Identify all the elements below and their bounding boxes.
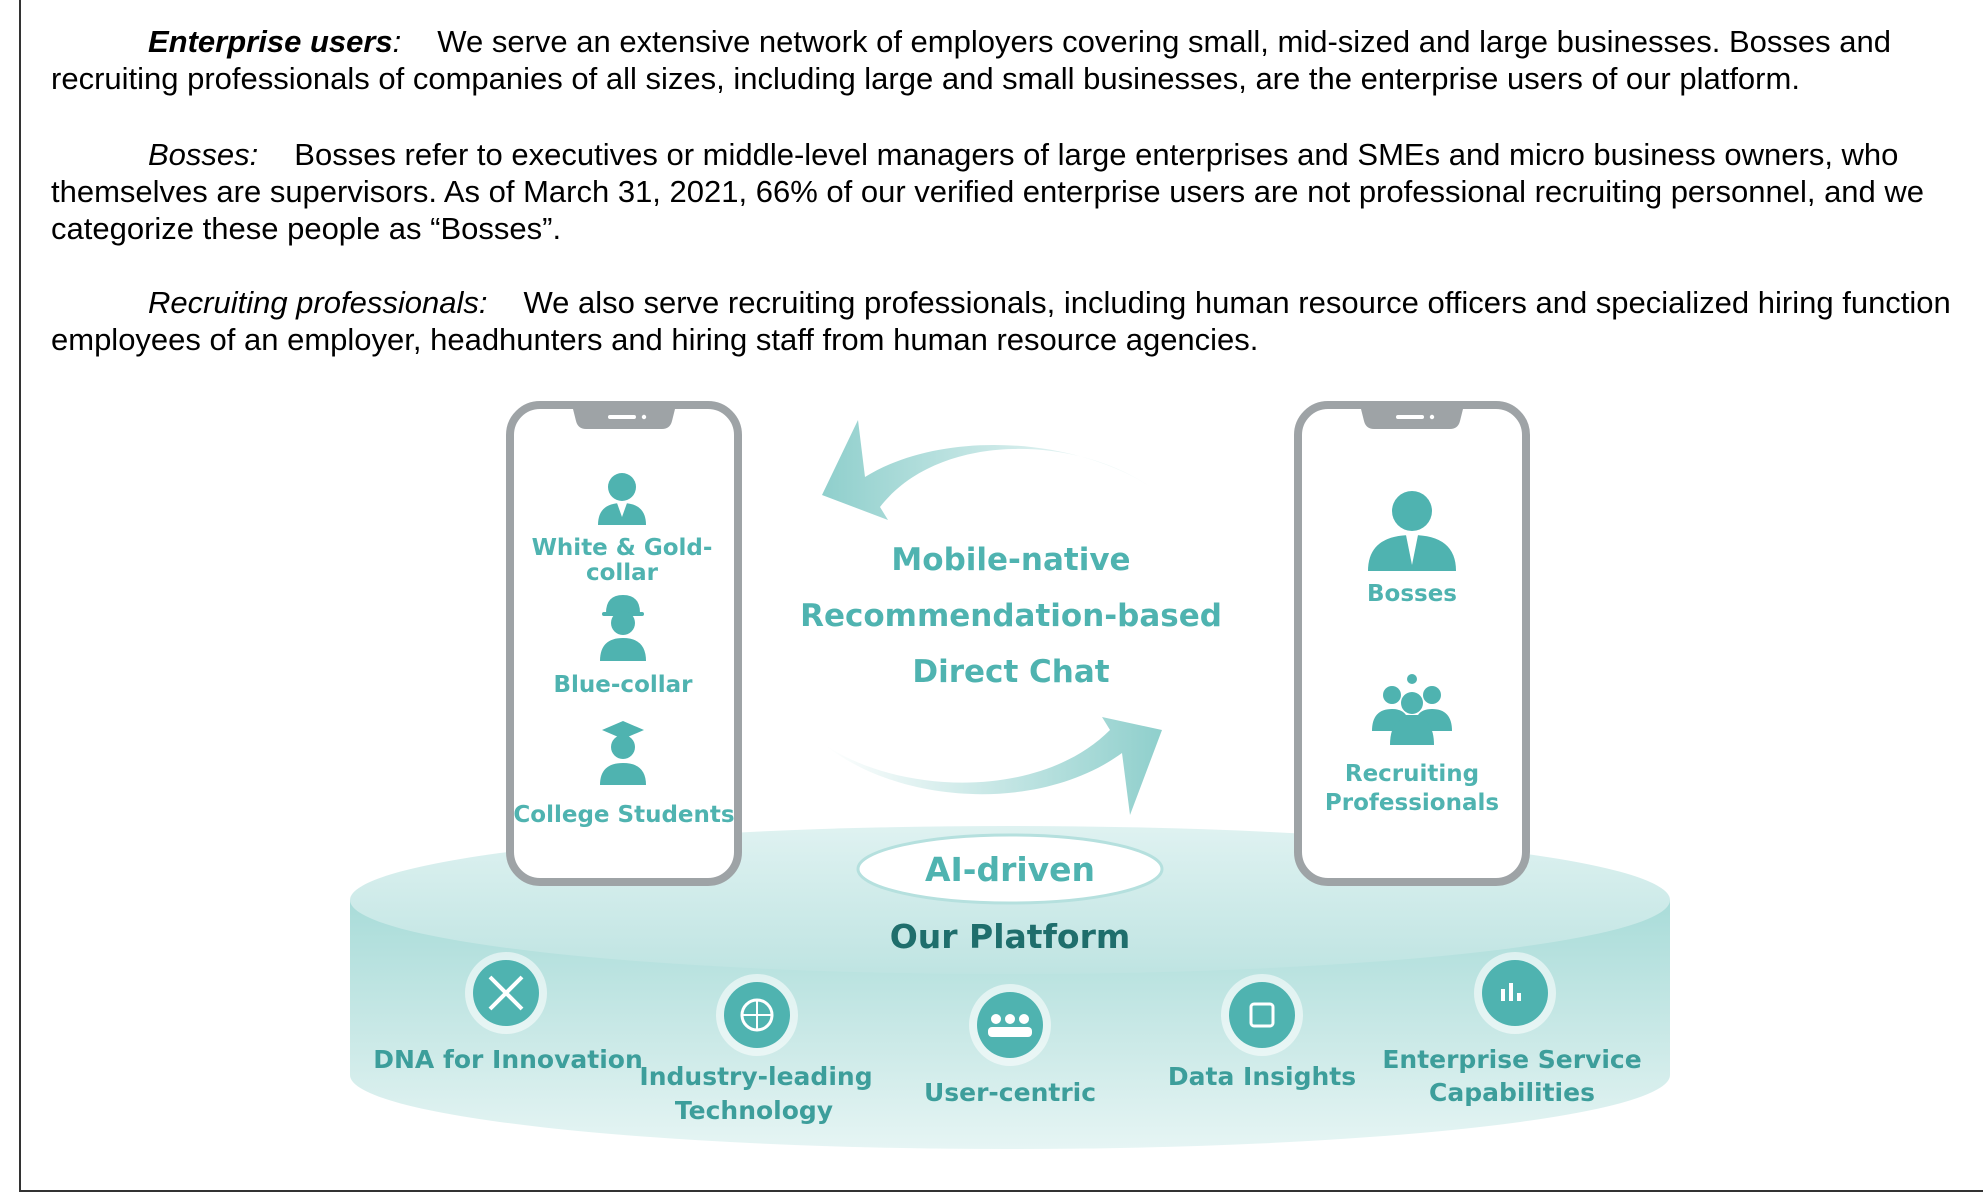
pillar-user-centric: User-centric <box>924 1078 1096 1107</box>
ai-driven-label: AI-driven <box>925 850 1095 889</box>
arrow-left-icon <box>822 420 1155 520</box>
pillar-data-insights: Data Insights <box>1168 1062 1356 1091</box>
label-collar: collar <box>586 560 659 586</box>
lead-punct: : <box>392 24 402 59</box>
arrow-right-icon <box>825 717 1162 815</box>
boss-person-icon <box>1368 491 1456 571</box>
paragraph-lead: Recruiting professionals: <box>148 285 488 320</box>
paragraph-lead: Enterprise users <box>148 23 393 60</box>
paragraph-body: Bosses refer to executives or middle-lev… <box>51 137 1925 246</box>
paragraph-enterprise-users: Enterprise users:We serve an extensive n… <box>51 23 1971 97</box>
platform-diagram: White & Gold- collar Blue-collar College… <box>350 401 1670 1149</box>
white-collar-person-icon <box>598 473 646 525</box>
pillar-dna-innovation: DNA for Innovation <box>373 1045 643 1074</box>
users-icon <box>969 984 1051 1066</box>
lead-term: Enterprise users <box>148 24 393 59</box>
blue-collar-person-icon <box>600 595 646 661</box>
label-college-students: College Students <box>513 802 734 828</box>
center-line-recommendation: Recommendation-based <box>800 598 1222 634</box>
pillar-technology: Technology <box>675 1096 833 1125</box>
paragraph-body: We also serve recruiting professionals, … <box>51 285 1951 357</box>
platform-title: Our Platform <box>890 917 1131 956</box>
page-frame <box>19 0 1983 1192</box>
dna-icon <box>465 952 547 1034</box>
center-line-direct-chat: Direct Chat <box>912 654 1109 690</box>
center-line-mobile-native: Mobile-native <box>891 542 1130 578</box>
phone-enterprise-users <box>1294 401 1530 886</box>
chip-icon <box>1221 974 1303 1056</box>
label-recruiting: Recruiting <box>1345 761 1479 787</box>
chart-hand-icon <box>1474 952 1556 1034</box>
paragraph-lead: Bosses: <box>148 137 259 172</box>
team-group-icon <box>1372 674 1452 745</box>
globe-tech-icon <box>716 974 798 1056</box>
pillar-enterprise-service: Enterprise Service <box>1382 1045 1641 1074</box>
paragraph-recruiting-professionals: Recruiting professionals:We also serve r… <box>51 284 1971 358</box>
label-blue-collar: Blue-collar <box>554 672 694 698</box>
label-white-gold-collar: White & Gold- <box>532 535 713 561</box>
paragraph-bosses: Bosses:Bosses refer to executives or mid… <box>51 136 1971 247</box>
pillar-industry-leading: Industry-leading <box>639 1062 872 1091</box>
graduate-person-icon <box>600 721 646 785</box>
ai-driven-badge <box>856 833 1164 905</box>
label-professionals: Professionals <box>1325 790 1499 816</box>
label-bosses: Bosses <box>1367 581 1457 607</box>
pillar-capabilities: Capabilities <box>1429 1078 1595 1107</box>
paragraph-body: We serve an extensive network of employe… <box>51 24 1891 96</box>
